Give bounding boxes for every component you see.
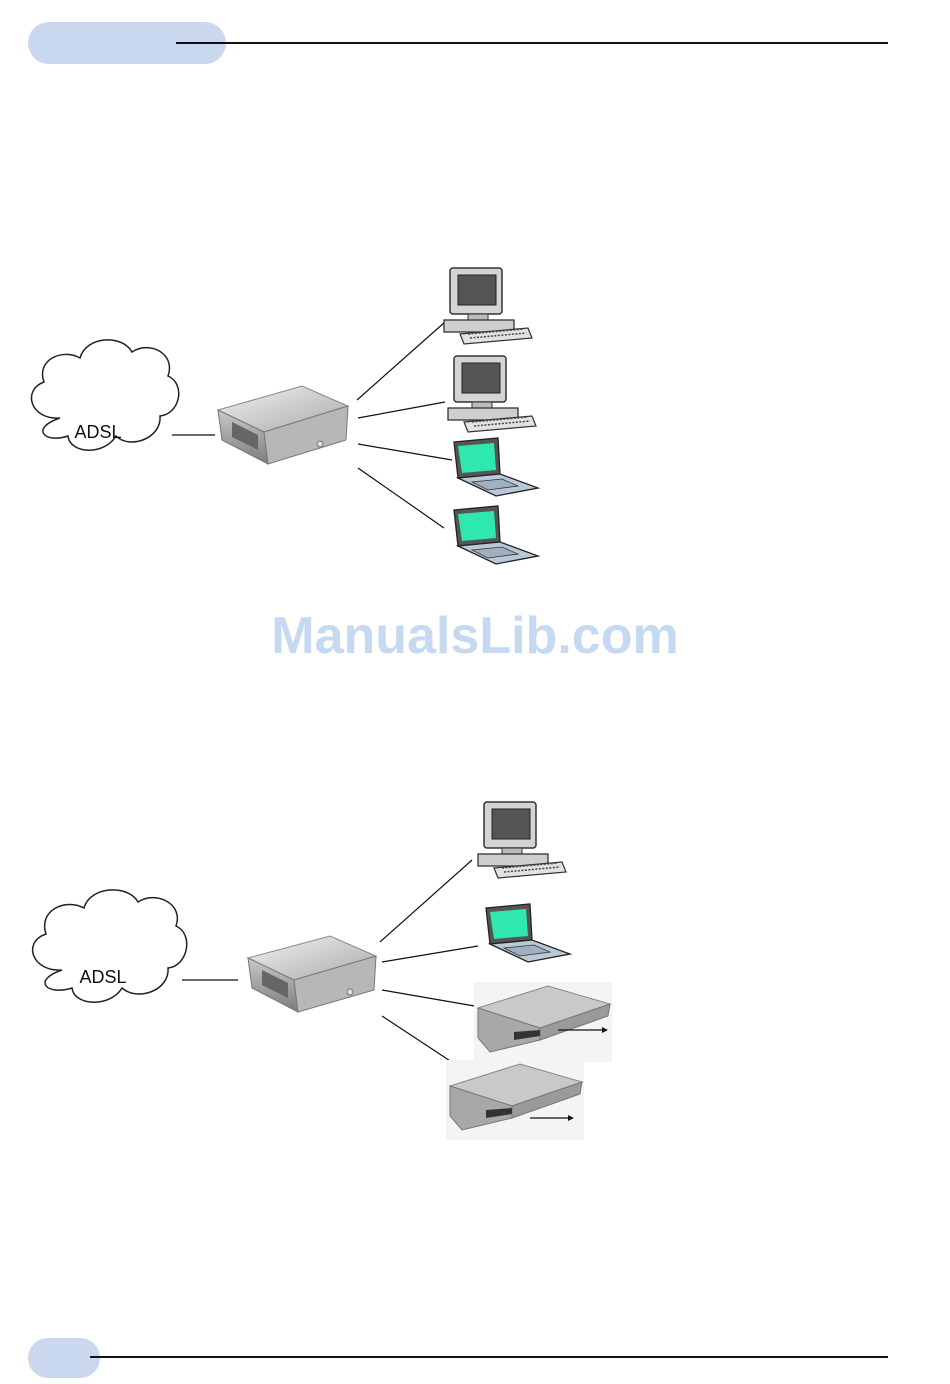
- modem-icon: [218, 386, 348, 464]
- cloud-label: ADSL: [79, 967, 126, 987]
- desktop-computer-icon: [444, 268, 532, 344]
- laptop-icon: [486, 904, 570, 962]
- desktop-computer-icon: [448, 356, 536, 432]
- footer-rule: [90, 1356, 888, 1358]
- watermark-text: ManualsLib.com: [0, 606, 950, 666]
- network-diagram-bottom: ADSL: [0, 790, 950, 1150]
- desktop-computer-icon: [478, 802, 566, 878]
- laptop-icon: [454, 506, 538, 564]
- footer-tab: [28, 1338, 100, 1378]
- network-switch-icon: [446, 1060, 584, 1140]
- network-switch-icon: [474, 982, 612, 1062]
- network-diagram-top: ADSL: [0, 250, 950, 580]
- header-rule: [176, 42, 888, 44]
- laptop-icon: [454, 438, 538, 496]
- modem-icon: [248, 936, 376, 1012]
- cloud-label: ADSL: [74, 422, 121, 442]
